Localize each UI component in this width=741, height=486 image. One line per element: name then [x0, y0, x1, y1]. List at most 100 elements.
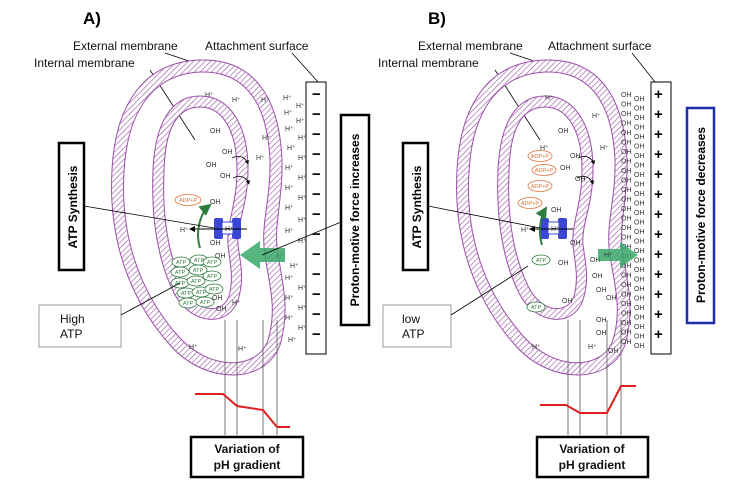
ph-box-line-2: pH gradient	[214, 458, 281, 472]
hydroxide: OH	[621, 273, 632, 280]
negative-charge: −	[312, 86, 321, 103]
ph-box-line-1: Variation of	[559, 442, 625, 456]
atp-molecule-label: ATP	[191, 279, 202, 285]
negative-charge: −	[312, 286, 321, 303]
atp-molecule	[170, 266, 190, 278]
hydroxide: OH	[634, 144, 645, 151]
positive-charge: +	[654, 146, 663, 163]
proton: H⁺	[600, 145, 609, 152]
hydroxide: OH	[634, 267, 645, 274]
proton-cloud: H⁺H⁺H⁺H⁺H⁺H⁺H⁺H⁺H⁺H⁺H⁺H⁺H⁺H⁺H⁺H⁺H⁺H⁺H⁺H⁺…	[189, 92, 307, 353]
ph-profile	[540, 385, 636, 414]
hydroxide: OH	[560, 165, 571, 172]
hydroxide: OH	[621, 140, 632, 147]
released-proton: H⁺	[521, 227, 530, 234]
hydroxide: OH	[621, 102, 632, 109]
atp-level-line-2: ATP	[402, 327, 424, 341]
hydroxide: OH	[606, 295, 617, 302]
hydroxide: OH	[621, 187, 632, 194]
negative-charge: −	[312, 226, 321, 243]
atp-level-line-1: low	[402, 312, 420, 326]
atp-molecule	[531, 254, 551, 266]
proton-flow-arrow	[598, 242, 638, 268]
atp-molecule-label: ATP	[536, 258, 547, 264]
hydroxide: OH	[634, 96, 645, 103]
atp-level-box	[38, 304, 122, 348]
reaction-arrow	[576, 176, 594, 185]
ph-box	[535, 435, 650, 479]
proton: H⁺	[288, 337, 297, 344]
reaction-arrow	[231, 156, 249, 165]
attachment-surface-label: Attachment surface	[205, 39, 309, 53]
force-label: Proton-motive force decreases	[694, 127, 708, 303]
hydroxide: OH	[215, 253, 226, 260]
hydroxide: OH	[212, 295, 223, 302]
positive-charge: +	[654, 206, 663, 223]
adp-label: ADP+P	[531, 154, 550, 160]
hydroxide: OH	[634, 163, 645, 170]
proton: H⁺	[545, 95, 554, 102]
hydroxide: OH	[608, 348, 619, 355]
proton: H⁺	[285, 185, 294, 192]
hydroxide: OH	[210, 128, 221, 135]
ph-guides	[567, 320, 622, 435]
atp-molecule-label: ATP	[181, 291, 192, 297]
hydroxide: OH	[621, 121, 632, 128]
panel-a: A) External membrane Internal membrane A…	[34, 9, 371, 479]
hydroxide: OH	[222, 149, 233, 156]
reaction-arrow	[232, 176, 250, 185]
proton: H⁺	[285, 315, 294, 322]
atp-level-line-2: ATP	[60, 327, 82, 341]
atp-molecule	[202, 270, 222, 282]
hydroxide: OH	[558, 128, 569, 135]
hydroxide: OH	[206, 162, 217, 169]
positive-charge: +	[654, 306, 663, 323]
proton: H⁺	[298, 285, 307, 292]
atp-level-box	[382, 304, 452, 348]
positive-charge: +	[654, 86, 663, 103]
proton: H⁺	[285, 275, 294, 282]
negative-charge: −	[312, 206, 321, 223]
internal-membrane-label: Internal membrane	[378, 56, 479, 70]
leader-line	[631, 52, 656, 83]
proton: H⁺	[298, 195, 307, 202]
atp-synthase: H⁺ H⁺	[521, 206, 573, 246]
hydroxide: OH	[220, 173, 231, 180]
proton: H⁺	[298, 305, 307, 312]
proton: H⁺	[285, 295, 294, 302]
proton: H⁺	[296, 103, 305, 110]
adp-label: ADP+P	[521, 201, 540, 207]
hydroxide: OH	[621, 168, 632, 175]
atp-synthesis-label: ATP Synthesis	[66, 165, 80, 248]
hydroxide: OH	[551, 207, 562, 214]
negative-charge: −	[312, 266, 321, 283]
negative-charge: −	[312, 326, 321, 343]
hydroxide: OH	[634, 324, 645, 331]
hydroxide: OH	[570, 240, 581, 247]
hydroxide: OH	[575, 176, 586, 183]
reaction-arrow	[577, 156, 595, 165]
hydroxide: OH	[634, 305, 645, 312]
positive-charge: +	[654, 106, 663, 123]
adp-label: ADP+P	[531, 184, 550, 190]
hydroxide: OH	[634, 239, 645, 246]
internal-membrane-label: Internal membrane	[34, 56, 135, 70]
proton: H⁺	[285, 228, 294, 235]
proton: H⁺	[285, 205, 294, 212]
hydroxide: OH	[596, 317, 607, 324]
internal-membrane	[152, 95, 249, 320]
hydroxide: OH	[634, 182, 645, 189]
hydroxide: OH	[621, 92, 632, 99]
panel-letter: B)	[428, 9, 446, 28]
external-membrane-label: External membrane	[418, 39, 523, 53]
hydroxide: OH	[634, 315, 645, 322]
adp-molecule	[517, 197, 543, 209]
adp-label: ADP+P	[179, 198, 198, 204]
leader-line	[450, 265, 529, 316]
hydroxide: OH	[634, 343, 645, 350]
hydroxide: OH	[621, 225, 632, 232]
hydroxide: OH	[592, 273, 603, 280]
attachment-surface-label: Attachment surface	[548, 39, 652, 53]
hydroxide: OH	[216, 306, 227, 313]
atp-molecule-label: ATP	[175, 270, 186, 276]
